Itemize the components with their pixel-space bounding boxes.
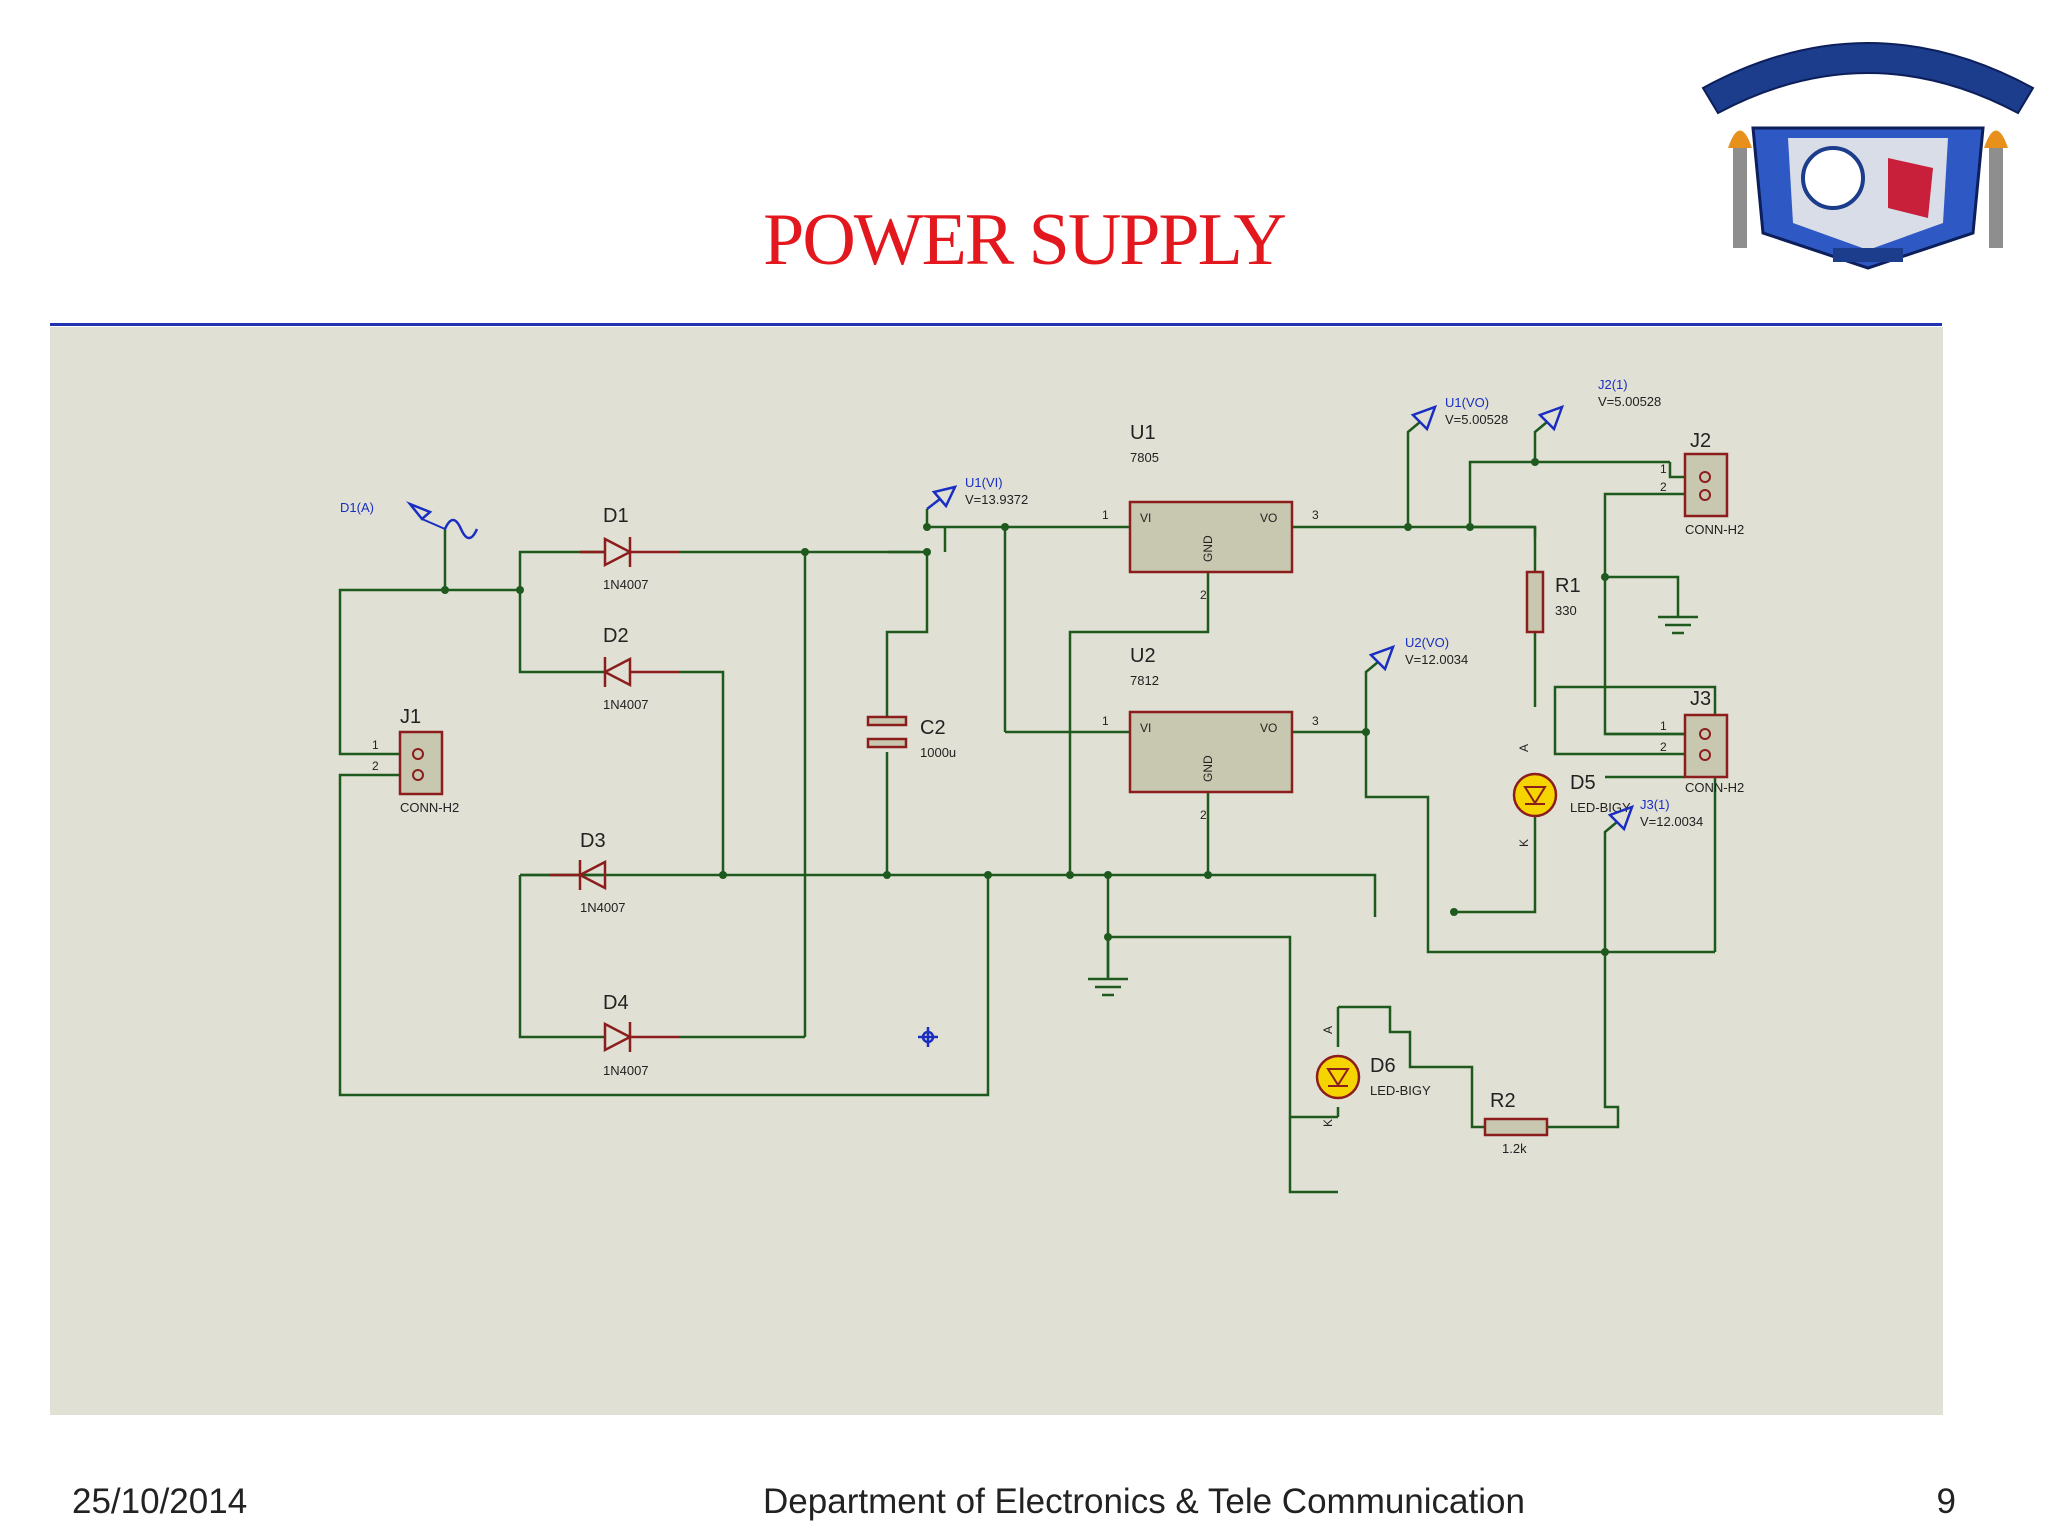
regulator-u2-part: 7812 [1130,673,1159,688]
connector-j3-part: CONN-H2 [1685,780,1744,795]
connector-j1-part: CONN-H2 [400,800,459,815]
led-d5: D5 LED-BIGY A K [1512,744,1631,847]
resistor-r2: R2 1.2k [1483,1090,1560,1156]
probe-j2: J2(1) V=5.00528 [1537,377,1661,432]
diode-d4-ref: D4 [603,992,629,1014]
diode-d2-part: 1N4007 [603,697,649,712]
connector-j1-ref: J1 [400,706,421,728]
resistor-r2-ref: R2 [1490,1090,1516,1112]
regulator-u1-vo: VO [1260,511,1277,525]
regulator-u2-gnd: GND [1201,755,1215,782]
connector-j1-pin2: 2 [372,759,379,773]
regulator-u1-part: 7805 [1130,450,1159,465]
diode-d2: D2 1N4007 [602,625,680,712]
wires [338,421,1717,1194]
led-d5-anode: A [1517,744,1531,752]
regulator-u2-pin-out: 3 [1312,714,1319,728]
connector-j3-ref: J3 [1690,688,1711,710]
regulator-u1-pin-out: 3 [1312,508,1319,522]
led-d6-part: LED-BIGY [1370,1083,1431,1098]
regulator-u2-vi: VI [1140,721,1151,735]
regulator-u2-vo: VO [1260,721,1277,735]
probe-j3-name: J3(1) [1640,797,1670,812]
connector-j2-pin1: 1 [1660,462,1667,476]
connector-j2-part: CONN-H2 [1685,522,1744,537]
regulator-u1: U1 7805 VI VO GND 1 3 2 [1102,422,1319,602]
capacitor-c2-ref: C2 [920,717,946,739]
ground-symbol [1088,977,1128,997]
probe-j3: J3(1) V=12.0034 [1607,797,1703,832]
probe-j2-name: J2(1) [1598,377,1628,392]
resistor-r1-ref: R1 [1555,575,1581,597]
diode-d1: D1 1N4007 [580,505,680,592]
led-d6-cathode: K [1321,1119,1335,1127]
diode-d1-ref: D1 [603,505,629,527]
crosshair-icon [918,1027,938,1047]
connector-j1: J1 1 2 CONN-H2 [372,706,459,815]
probe-u1vi: U1(VI) V=13.9372 [926,475,1028,510]
led-d6: D6 LED-BIGY A K [1315,1026,1431,1127]
diode-d3: D3 1N4007 [550,830,626,915]
diode-d4-part: 1N4007 [603,1063,649,1078]
connector-j3: J3 1 2 CONN-H2 [1660,688,1744,795]
footer-department: Department of Electronics & Tele Communi… [763,1482,1525,1521]
regulator-u1-vi: VI [1140,511,1151,525]
diode-d4: D4 1N4007 [603,992,680,1078]
probe-d1a-label: D1(A) [340,500,374,515]
probe-u1vi-name: U1(VI) [965,475,1003,490]
probe-u1vo: U1(VO) V=5.00528 [1410,395,1508,432]
title-divider [50,323,1942,326]
regulator-u1-pin-in: 1 [1102,508,1109,522]
diode-d2-ref: D2 [603,625,629,647]
probe-u2vo-value: V=12.0034 [1405,652,1468,667]
regulator-u2-ref: U2 [1130,645,1156,667]
led-d5-ref: D5 [1570,772,1596,794]
probe-u1vo-name: U1(VO) [1445,395,1489,410]
connector-j3-pin1: 1 [1660,719,1667,733]
regulator-u1-gnd: GND [1201,535,1215,562]
regulator-u1-ref: U1 [1130,422,1156,444]
regulator-u1-pin-gnd: 2 [1200,588,1207,602]
probe-u1vi-value: V=13.9372 [965,492,1028,507]
ac-source: D1(A) [340,500,479,540]
diode-d1-part: 1N4007 [603,577,649,592]
capacitor-c2: C2 1000u [866,715,956,760]
diode-d3-ref: D3 [580,830,606,852]
connector-j2-ref: J2 [1690,430,1711,452]
led-d6-ref: D6 [1370,1055,1396,1077]
junction-dots [441,458,1609,956]
led-d5-cathode: K [1517,839,1531,847]
probe-u2vo-name: U2(VO) [1405,635,1449,650]
connector-j2-pin2: 2 [1660,480,1667,494]
probe-j2-value: V=5.00528 [1598,394,1661,409]
footer-page-number: 9 [1936,1482,1956,1521]
probe-u1vo-value: V=5.00528 [1445,412,1508,427]
regulator-u2-pin-in: 1 [1102,714,1109,728]
regulator-u2: U2 7812 VI VO GND 1 3 2 [1102,645,1319,822]
connector-j2: J2 1 2 CONN-H2 [1660,430,1744,537]
power-supply-schematic: D1(A) D1 1N4007 D2 1N4007 D3 1N4007 D4 1… [50,327,1943,1415]
probe-u2vo: U2(VO) V=12.0034 [1368,635,1468,672]
resistor-r2-value: 1.2k [1502,1141,1527,1156]
footer-date: 25/10/2014 [72,1482,248,1521]
led-d6-anode: A [1321,1026,1335,1034]
institute-logo [1701,42,2035,270]
ground-symbol [1658,615,1698,635]
capacitor-c2-value: 1000u [920,745,956,760]
regulator-u2-pin-gnd: 2 [1200,808,1207,822]
connector-j1-pin1: 1 [372,738,379,752]
connector-j3-pin2: 2 [1660,740,1667,754]
schematic-background [50,327,1943,1415]
probe-j3-value: V=12.0034 [1640,814,1703,829]
slide-title: POWER SUPPLY [763,199,1287,281]
resistor-r1-value: 330 [1555,603,1577,618]
led-d5-part: LED-BIGY [1570,800,1631,815]
diode-d3-part: 1N4007 [580,900,626,915]
resistor-r1: R1 330 [1525,570,1581,634]
